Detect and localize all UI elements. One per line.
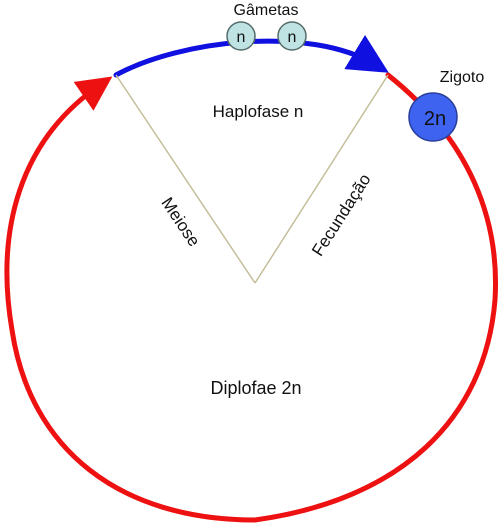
haplophase-label: Haplofase n [213, 102, 304, 121]
fertilization-divider-line [254, 74, 389, 284]
zygote-ploidy-label: 2n [424, 108, 446, 130]
gamete-1-circle [226, 21, 256, 51]
zygote-label: Zigoto [440, 69, 485, 86]
meiosis-divider-line [115, 74, 256, 284]
meiosis-label: Meiose [157, 194, 203, 250]
diplophase-arc [4, 72, 499, 523]
zygote-circle [408, 92, 458, 142]
gamete-1-label: n [237, 29, 246, 46]
diplophase-label: Diplofae 2n [210, 378, 301, 398]
gametes-label: Gâmetas [234, 2, 299, 19]
gamete-2-label: n [288, 29, 297, 46]
gamete-2-circle [277, 21, 307, 51]
